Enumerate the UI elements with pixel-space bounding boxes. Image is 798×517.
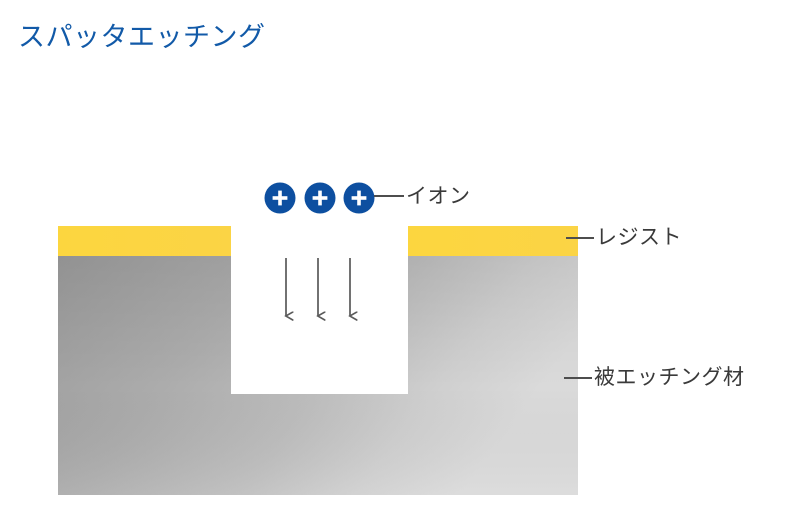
plus-circle-icon [264,182,296,214]
etched-material-shading [58,256,578,495]
ion-direction-arrows [286,258,350,316]
page-title: スパッタエッチング [18,22,266,52]
plus-circle-icon [343,182,375,214]
resist-layer-right [408,226,578,256]
label-resist: レジスト [596,226,682,249]
resist-layer-left [58,226,231,256]
label-ion: イオン [406,185,471,208]
label-etched-material: 被エッチング材 [594,366,745,389]
ion-particles [264,182,375,214]
etched-material-body [58,256,578,495]
plus-circle-icon [304,182,336,214]
